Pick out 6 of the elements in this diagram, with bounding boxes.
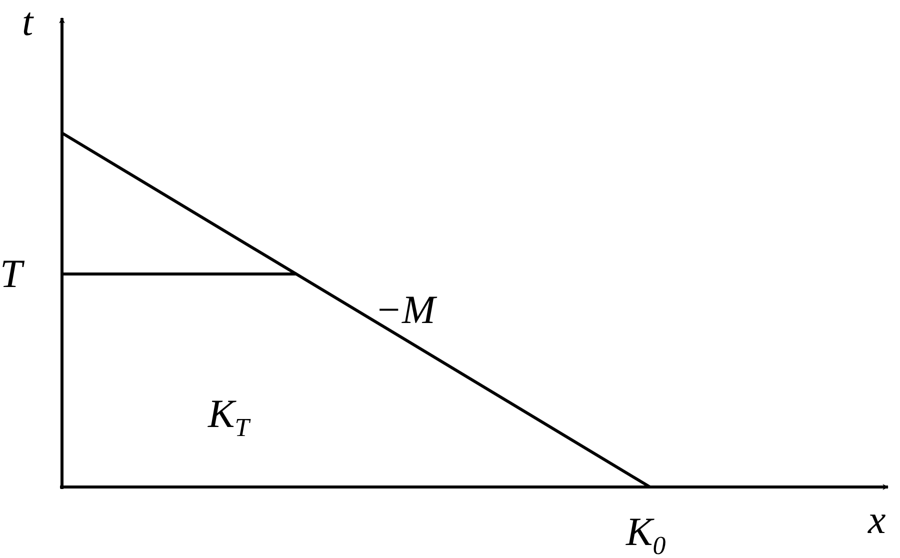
line-label: −M — [375, 290, 436, 330]
point-label: K$_{0}$ — [626, 512, 666, 558]
axis-label: x — [868, 500, 886, 540]
axis-label: t — [22, 2, 34, 42]
tick-label: T — [0, 254, 22, 294]
region-label: K$_{T}$ — [208, 394, 250, 441]
